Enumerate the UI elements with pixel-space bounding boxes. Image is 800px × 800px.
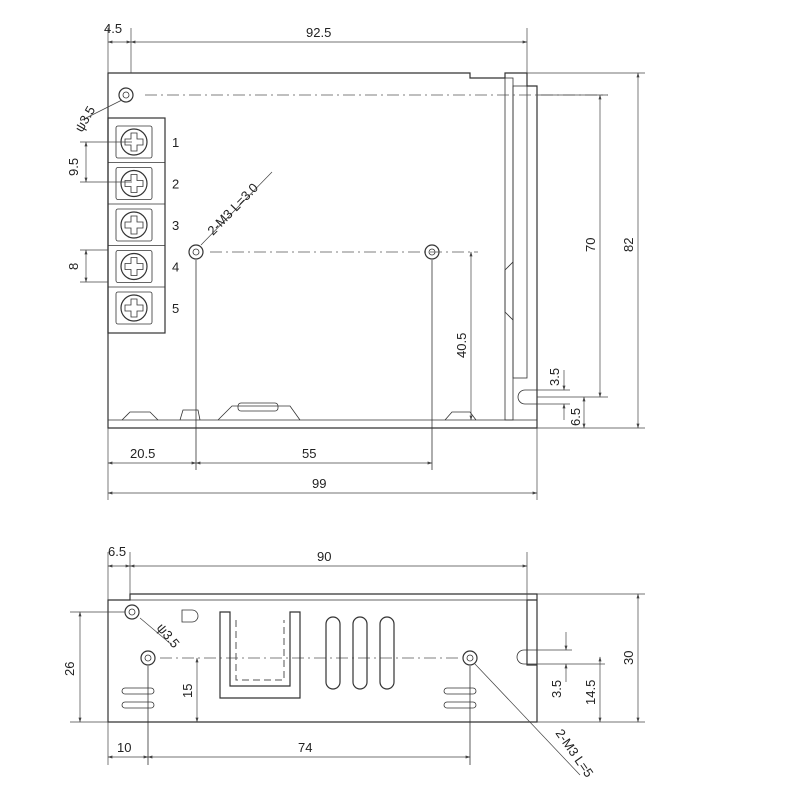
mount-slot-top [517,389,537,405]
terminal-number: 5 [172,301,179,316]
hole-x-offset-label: 20.5 [130,446,155,461]
side-mount-hole-left [140,650,156,666]
terminal-number: 3 [172,218,179,233]
side-view: ψ3.5 2-M3 L=5 6.5 90 [62,544,645,780]
terminal-housing [115,167,153,200]
terminal-housing [115,291,153,325]
terminal-housing [115,208,153,242]
u-clip-outer [219,611,301,699]
side-flange [504,77,514,421]
terminal-number: 4 [172,260,179,275]
side-mount-hole-left-inner [144,654,152,662]
terminal-list: 1 2 3 4 5 [108,125,179,325]
mount-holes-label: 2-M3 L=3.0 [204,180,261,238]
small-slot-left-2 [121,701,155,709]
terminal-housing [115,250,153,283]
side-view-body-outline [107,593,538,723]
side-hole-diameter-label: ψ3.5 [154,620,183,651]
hole-spacing-label: 55 [302,446,316,461]
terminal-screw-icon [120,252,148,281]
bottom-tab-4 [444,411,477,421]
terminal-block [107,117,166,334]
inner-height-label: 70 [583,238,598,252]
left-offset-label: 4.5 [104,21,122,36]
vent-slot-2 [352,616,368,690]
small-slot-left-1 [121,687,155,695]
small-slot-right-1 [443,687,477,695]
top-left-hole-inner [122,91,130,99]
side-height-left-label: 26 [62,662,77,676]
dia-leader [81,99,123,121]
vent-slot-1 [325,616,341,690]
hole-diameter-label: ψ3.5 [72,103,99,134]
m3-side-leader [474,663,581,776]
top-view-body-outline [107,72,538,429]
side-fuse [504,261,514,321]
side-overall-height-label: 30 [621,651,636,665]
total-length-label: 99 [312,476,326,491]
side-left-hole [124,604,140,620]
side-hole-spacing-label: 74 [298,740,312,755]
terminal-screw-icon [120,294,148,322]
bottom-fuse [237,402,279,412]
screw-slot-icon [124,215,144,235]
side-slot [516,649,537,665]
side-slot-width-label: 3.5 [549,680,564,698]
side-mount-hole-right-inner [466,654,474,662]
screw-slot-icon [124,257,144,276]
top-left-hole [118,87,134,103]
terminal-number: 1 [172,135,179,150]
mount-hole-left [188,244,204,260]
screw-slot-icon [124,174,144,193]
top-view: 1 2 3 4 5 2-M3 L=3.0 4.5 92.5 ψ3.5 9.5 8 [66,21,645,500]
screw-slot-icon [124,298,144,318]
d-symbol [181,609,199,623]
side-left-hole-offset-label: 10 [117,740,131,755]
m3-leader [200,171,273,246]
bottom-tab-1 [121,411,159,421]
slot-width-label: 3.5 [547,368,562,386]
side-mount-hole-right [462,650,478,666]
overall-height-label: 82 [621,238,636,252]
hole-height-label: 40.5 [454,333,469,358]
screw-slot-icon [124,132,144,152]
terminal-pitch-label: 9.5 [66,158,81,176]
side-left-hole-inner [128,608,136,616]
overall-width-label: 92.5 [306,25,331,40]
side-flange-inner [512,85,528,379]
terminal-screw-icon [120,169,148,198]
slot-offset-label: 6.5 [568,408,583,426]
bottom-tab-2 [179,409,201,421]
small-slot-right-2 [443,701,477,709]
side-top-width-label: 90 [317,549,331,564]
vent-slot-3 [379,616,395,690]
dia-leader [139,617,173,646]
terminal-screw-icon [120,211,148,239]
terminal-width-label: 8 [66,263,81,270]
mount-hole-left-inner [192,248,200,256]
side-left-offset-label: 6.5 [108,544,126,559]
side-slot-height-label: 14.5 [583,680,598,705]
side-hole-height-label: 15 [180,684,195,698]
terminal-number: 2 [172,177,179,192]
u-clip-inner [235,620,285,681]
bottom-tab-3 [217,405,301,421]
